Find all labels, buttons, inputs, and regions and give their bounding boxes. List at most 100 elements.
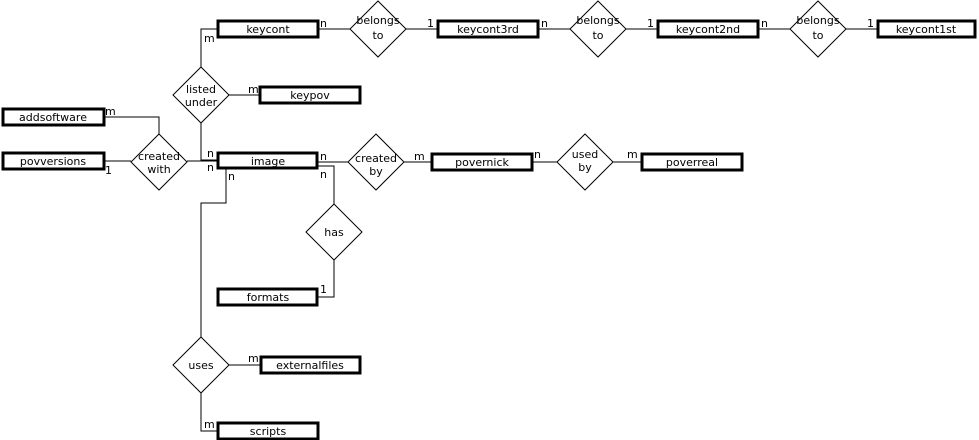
cardinality-image-createdby: n xyxy=(320,150,327,163)
cardinality-image-uses: n xyxy=(228,170,235,183)
relationship-created-by[interactable]: created by xyxy=(347,133,405,191)
cardinality-scripts-uses: m xyxy=(204,418,215,431)
relationship-created-by-diamond xyxy=(347,133,405,191)
relationship-belongs-to-3-diamond xyxy=(789,0,847,58)
entity-image-box xyxy=(216,151,319,170)
edge-listed-image xyxy=(200,123,217,161)
entity-povernick-label: povernick xyxy=(455,156,509,169)
entity-keycont1st-label: keycont1st xyxy=(896,23,957,36)
relationship-created-by-line1: created xyxy=(355,152,397,165)
entity-externalfiles[interactable]: externalfiles xyxy=(259,355,362,375)
cardinality-image-createdwith: n xyxy=(207,161,214,174)
entity-povversions-box xyxy=(1,151,106,171)
cardinality-keycont3rd-belongs1: 1 xyxy=(427,17,434,30)
entity-keycont2nd[interactable]: keycont2nd xyxy=(656,19,760,39)
edge-addsoftware-createdwith xyxy=(105,116,160,134)
entity-externalfiles-box xyxy=(259,355,362,375)
entity-povernick-box xyxy=(430,152,534,172)
entity-keycont1st[interactable]: keycont1st xyxy=(876,19,977,39)
entity-scripts-label: scripts xyxy=(250,425,287,438)
cardinality-keycont-belongs1: n xyxy=(320,17,327,30)
entity-scripts[interactable]: scripts xyxy=(216,421,320,440)
cardinality-addsoftware-createdwith: m xyxy=(105,105,116,118)
relationship-listed-under-line1: listed xyxy=(186,83,216,96)
entity-poverreal-box xyxy=(640,152,744,172)
entity-addsoftware-label: addsoftware xyxy=(19,111,87,124)
entity-keycont-box xyxy=(216,19,320,39)
cardinality-image-listed: n xyxy=(207,147,214,160)
entity-povversions-label: povversions xyxy=(20,155,87,168)
relationship-has[interactable]: has xyxy=(305,203,363,261)
entity-image-label: image xyxy=(251,155,285,168)
entity-keycont2nd-box xyxy=(656,19,760,39)
entity-keycont3rd-box xyxy=(436,19,540,39)
edge-image-has xyxy=(317,165,335,204)
relationship-listed-under[interactable]: listed under xyxy=(172,66,230,124)
cardinality-externalfiles-uses: m xyxy=(248,352,259,365)
entity-keycont1st-box xyxy=(876,19,977,39)
entity-keycont-label: keycont xyxy=(246,23,290,36)
cardinality-povernick-usedby: n xyxy=(534,148,541,161)
cardinality-povversions-createdwith: 1 xyxy=(105,164,112,177)
entity-keycont3rd[interactable]: keycont3rd xyxy=(436,19,540,39)
entity-keycont2nd-label: keycont2nd xyxy=(676,23,740,36)
entity-poverreal-label: poverreal xyxy=(666,156,718,169)
entity-scripts-box xyxy=(216,421,320,440)
relationship-used-by[interactable]: used by xyxy=(556,133,614,191)
relationship-has-diamond xyxy=(305,203,363,261)
cardinality-povernick-createdby: m xyxy=(414,150,425,163)
relationship-created-with[interactable]: created with xyxy=(130,133,188,191)
cardinality-keycont-listed: m xyxy=(204,32,215,45)
entity-formats-box xyxy=(216,287,319,307)
relationship-created-by-line2: by xyxy=(369,165,383,178)
relationship-used-by-diamond xyxy=(556,133,614,191)
entity-keycont[interactable]: keycont xyxy=(216,19,320,39)
entity-keypov-label: keypov xyxy=(290,89,330,102)
cardinality-image-has: n xyxy=(320,168,327,181)
relationship-belongs-to-1-line1: belongs xyxy=(356,14,399,27)
cardinality-formats-has: 1 xyxy=(320,283,327,296)
relationship-belongs-to-3[interactable]: belongs to xyxy=(789,0,847,58)
relationship-has-label: has xyxy=(324,226,344,239)
entity-povernick[interactable]: povernick xyxy=(430,152,534,172)
entity-addsoftware-box xyxy=(1,107,106,127)
relationship-belongs-to-2[interactable]: belongs to xyxy=(569,0,627,58)
cardinalities: n 1 n 1 n 1 m m n m 1 n n m n m n 1 n m … xyxy=(105,17,874,431)
entities: keycont keycont3rd keycont2nd keycont1st… xyxy=(1,19,977,440)
relationship-created-with-line1: created xyxy=(138,150,180,163)
cardinality-keycont3rd-belongs2: n xyxy=(541,17,548,30)
entity-image[interactable]: image xyxy=(216,151,319,170)
cardinality-keypov-listed: m xyxy=(248,83,259,96)
relationship-created-with-line2: with xyxy=(147,163,170,176)
relationship-belongs-to-3-line2: to xyxy=(812,29,823,42)
relationship-created-with-diamond xyxy=(130,133,188,191)
entity-formats-label: formats xyxy=(247,291,290,304)
edge-image-uses xyxy=(200,169,227,337)
edge-has-formats xyxy=(317,260,335,298)
relationship-listed-under-line2: under xyxy=(185,96,218,109)
entity-formats[interactable]: formats xyxy=(216,287,319,307)
relationship-belongs-to-1-diamond xyxy=(349,0,407,58)
relationship-used-by-line2: by xyxy=(578,161,592,174)
entity-keypov[interactable]: keypov xyxy=(258,85,362,105)
entity-externalfiles-label: externalfiles xyxy=(276,359,344,372)
relationship-belongs-to-1-line2: to xyxy=(372,29,383,42)
relationship-uses[interactable]: uses xyxy=(172,336,230,394)
relationship-belongs-to-1[interactable]: belongs to xyxy=(349,0,407,58)
cardinality-keycont2nd-belongs3: n xyxy=(761,17,768,30)
relationship-uses-diamond xyxy=(172,336,230,394)
entity-poverreal[interactable]: poverreal xyxy=(640,152,744,172)
relationship-belongs-to-2-line1: belongs xyxy=(576,14,619,27)
relationship-used-by-line1: used xyxy=(572,148,598,161)
relationships: belongs to belongs to belongs to listed … xyxy=(130,0,847,394)
cardinality-keycont2nd-belongs2: 1 xyxy=(647,17,654,30)
relationship-belongs-to-2-diamond xyxy=(569,0,627,58)
entity-addsoftware[interactable]: addsoftware xyxy=(1,107,106,127)
relationship-uses-label: uses xyxy=(188,359,213,372)
entity-povversions[interactable]: povversions xyxy=(1,151,106,171)
edge-uses-scripts xyxy=(200,393,217,432)
cardinality-keycont1st-belongs3: 1 xyxy=(867,17,874,30)
entity-keypov-box xyxy=(258,85,362,105)
entity-keycont3rd-label: keycont3rd xyxy=(457,23,519,36)
